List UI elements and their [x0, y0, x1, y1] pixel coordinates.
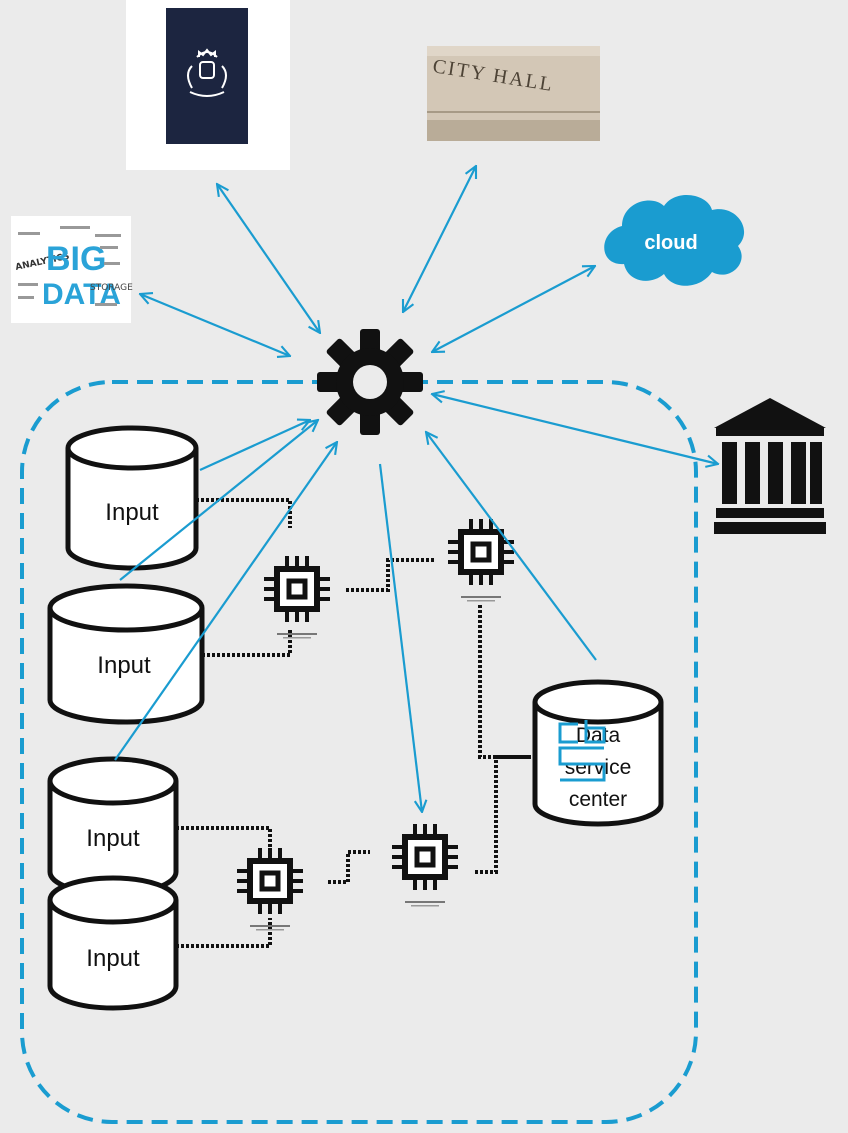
- big-data-big: BIG: [46, 240, 106, 278]
- input-label-4: Input: [86, 945, 140, 972]
- cloud-label: cloud: [644, 232, 697, 254]
- arrows: [114, 166, 718, 812]
- input-label-3: Input: [86, 825, 140, 852]
- chip-icon-2: [448, 519, 514, 602]
- cloud-icon: cloud: [604, 194, 745, 286]
- bank-icon: [714, 398, 826, 534]
- organization-boundary: [20, 380, 698, 1124]
- government-logo-icon: [126, 0, 290, 170]
- chip-icon-1: [264, 556, 330, 639]
- gear-icon: [317, 329, 423, 435]
- chip-icon-3: [392, 824, 458, 907]
- input-label-2: Input: [97, 652, 151, 679]
- big-data-word-2: STORAGE: [90, 283, 133, 293]
- cylinder-input-3: [47, 756, 179, 897]
- cbs-logo-icon: [558, 720, 606, 782]
- input-label-1: Input: [105, 499, 159, 526]
- dsc-label-2: service: [565, 756, 632, 779]
- dsc-label-3: center: [569, 788, 627, 811]
- city-hall-image: CITY HALL: [427, 46, 600, 141]
- big-data-image: ANALYTICS BIG DATA STORAGE: [11, 216, 133, 323]
- cylinder-input-2: [47, 583, 205, 725]
- cylinder-input-4: [47, 875, 179, 1011]
- cylinder-input-1: [65, 425, 199, 571]
